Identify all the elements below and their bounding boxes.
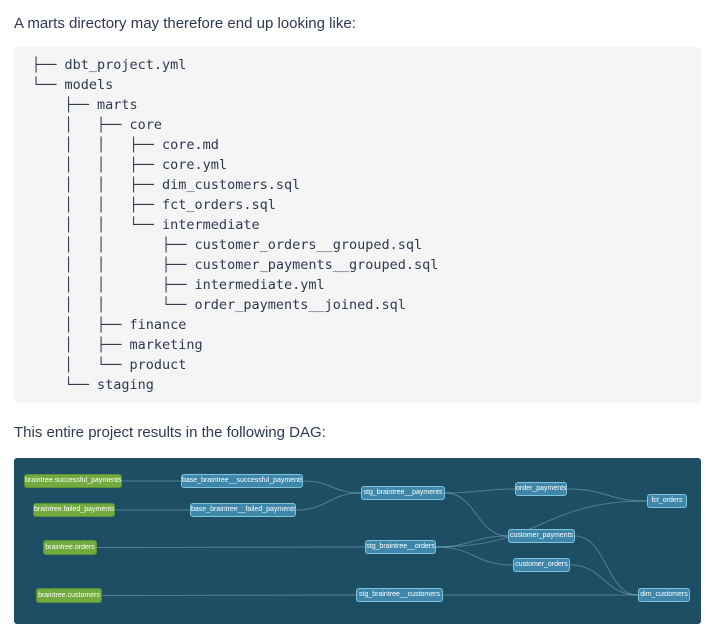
dag-node-base_braintree__failed_payments: base_braintree__failed_payments: [190, 503, 296, 517]
dag-edge-braintree_orders--stg_braintree__orders: [96, 546, 366, 548]
dag-node-stg_braintree__orders: stg_braintree__orders: [365, 540, 436, 554]
dag-image[interactable]: braintree.successful_payments braintree.f…: [14, 458, 701, 624]
dag-edge-stg_braintree__orders--customer_orders: [435, 546, 514, 566]
dag-node-stg_braintree__customers: stg_braintree__customers: [356, 588, 443, 602]
dag-node-customer_orders: customer_orders: [513, 558, 570, 572]
dag-node-braintree_failed_payments: braintree.failed_payments: [33, 503, 115, 517]
dag-edge-stg_braintree__orders--customer_payments: [435, 535, 509, 548]
dag-node-customer_payments: customer_payments: [508, 529, 575, 543]
dag-node-braintree_successful_payments: braintree.successful_payments: [24, 474, 122, 488]
dag-edge-stg_braintree__payments--customer_payments: [444, 492, 509, 537]
dag-node-base_braintree__successful_payments: base_braintree__successful_payments: [181, 474, 303, 488]
dag-edges-svg: [96, 480, 648, 596]
dag-edge-order_payments--fct_orders: [566, 488, 648, 502]
dag-edge-base_braintree__successful_payments--stg_braintree__payments: [302, 480, 362, 494]
intro-text-marts: A marts directory may therefore end up l…: [14, 15, 356, 32]
dag-node-braintree_orders: braintree.orders: [43, 540, 97, 555]
dag-edge-stg_braintree__payments--order_payments: [444, 488, 516, 494]
dag-edge-customer_orders--dim_customers: [569, 564, 639, 596]
dag-node-dim_customers: dim_customers: [638, 588, 690, 602]
dag-edge-braintree_customers--stg_braintree__customers: [101, 594, 357, 596]
dag-node-order_payments: order_payments: [515, 482, 567, 496]
dag-node-stg_braintree__payments: stg_braintree__payments: [361, 486, 445, 500]
dag-edge-base_braintree__failed_payments--stg_braintree__payments: [295, 492, 362, 511]
dag-edge-customer_payments--dim_customers: [574, 535, 639, 596]
dag-edge-stg_braintree__orders--fct_orders: [435, 500, 648, 548]
directory-tree-code-block: ├── dbt_project.yml └── models ├── marts…: [14, 47, 701, 403]
dag-node-fct_orders: fct_orders: [647, 494, 687, 508]
intro-text-dag: This entire project results in the follo…: [14, 424, 326, 441]
dag-node-braintree_customers: braintree.customers: [36, 588, 102, 603]
